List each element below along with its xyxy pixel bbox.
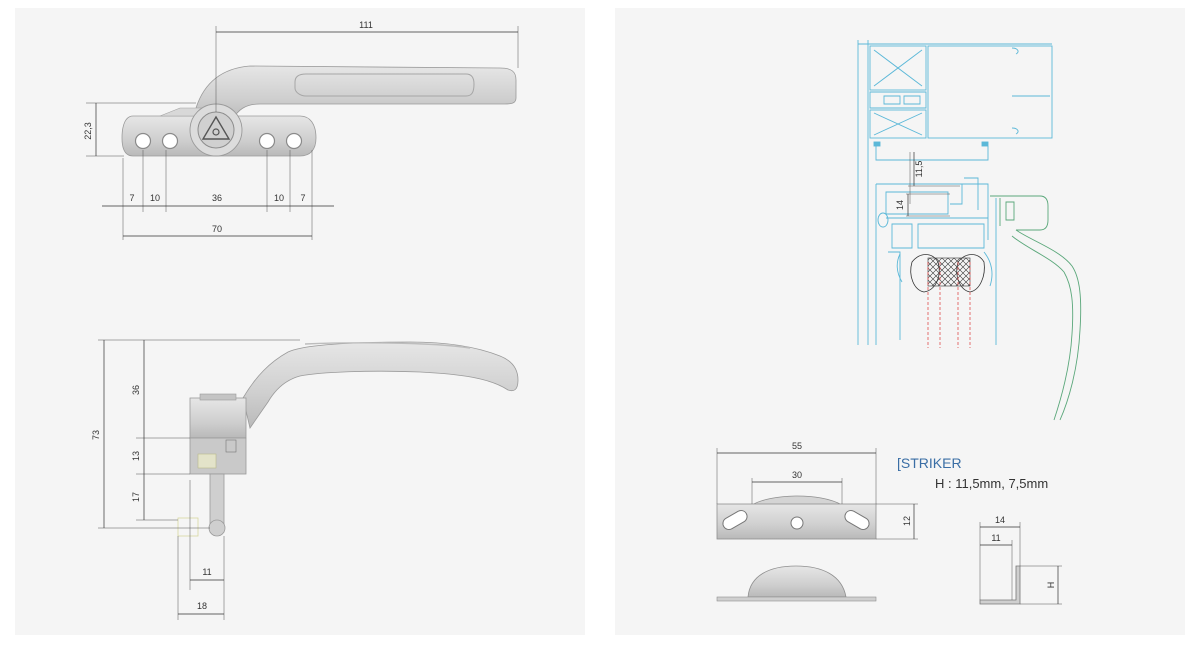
- dim-height-lever: 36: [131, 385, 141, 395]
- dim-striker-thickness: 12: [902, 516, 912, 526]
- handle-outline-section: [990, 195, 1082, 421]
- dim-section-b: 14: [895, 200, 905, 210]
- dim-total-height: 73: [91, 430, 101, 440]
- striker-profile: 14 11 H: [979, 515, 1062, 605]
- dim-height: 22,3: [83, 122, 93, 140]
- striker-dimensions: 55 30 12: [716, 441, 918, 540]
- dim-striker-length: 55: [792, 441, 802, 451]
- side-view-dimensions: 73 36 13 17 11 18: [91, 339, 300, 620]
- side-view-handle: [177, 341, 519, 537]
- dim-base-length: 70: [212, 224, 222, 234]
- window-section-view: [857, 40, 1053, 345]
- striker-title: [STRIKER: [897, 455, 962, 471]
- dim-profile-height: H: [1046, 582, 1056, 589]
- section-dimensions: 11,5 14: [895, 152, 960, 217]
- striker-top-view: [716, 495, 877, 540]
- dim-height-body: 13: [131, 451, 141, 461]
- dim-height-spindle: 17: [131, 492, 141, 502]
- dim-spindle-width: 11: [202, 567, 211, 577]
- left-drawing-panel: [15, 8, 585, 635]
- glazing-bead-section: [910, 254, 985, 348]
- dim-profile-width: 14: [995, 515, 1005, 525]
- dim-spacing-4: 10: [274, 193, 284, 203]
- dim-profile-inner: 11: [991, 533, 1000, 543]
- top-view-handle: [121, 65, 517, 157]
- dim-striker-inner: 30: [792, 470, 802, 480]
- dim-spacing-2: 10: [150, 193, 160, 203]
- dim-section-a: 11,5: [914, 161, 924, 178]
- dim-overall-length: 111: [359, 20, 373, 30]
- striker-side-view: [716, 565, 877, 602]
- dim-spacing-1: 7: [129, 193, 134, 203]
- dim-base-width: 18: [197, 601, 207, 611]
- dim-spacing-5: 7: [300, 193, 305, 203]
- striker-subtitle: H : 11,5mm, 7,5mm: [935, 476, 1048, 491]
- dim-spacing-3: 36: [212, 193, 222, 203]
- top-view-dimensions: 111 22,3 7 10 36 10 7 70: [83, 20, 519, 240]
